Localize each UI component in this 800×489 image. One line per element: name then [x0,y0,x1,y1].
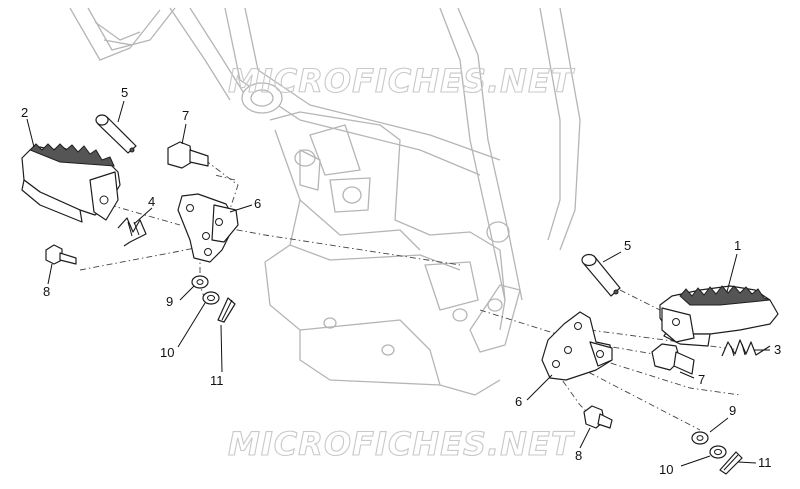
callout-5-right: 5 [624,238,631,253]
bolt-left [167,141,209,169]
callout-3: 3 [774,342,781,357]
washer-left [191,275,209,289]
motorcycle-frame [69,7,581,396]
callout-10-right: 10 [659,462,673,477]
callout-7-left: 7 [182,108,189,123]
washer-right [691,431,709,445]
footpeg-left [21,143,121,223]
footpeg-right [659,285,779,347]
callout-10-left: 10 [160,345,174,360]
watermark-top: MICROFICHES.NET [228,62,575,100]
callout-9-left: 9 [166,294,173,309]
callout-7-right: 7 [698,372,705,387]
bracket-right [541,311,613,381]
cotter-pin-left [217,297,236,323]
callout-8-right: 8 [575,448,582,463]
callout-6-left: 6 [254,196,261,211]
callout-5-left: 5 [121,85,128,100]
callout-4: 4 [148,194,155,209]
callout-6-right: 6 [515,394,522,409]
spring-right [721,339,771,357]
callout-8-left: 8 [43,284,50,299]
pin-left [95,114,137,154]
washer-ring-left [202,291,220,305]
assembly-lines [79,159,741,431]
callout-9-right: 9 [729,403,736,418]
washer-ring-right [709,445,727,459]
bolt-right [651,343,695,375]
pin-right [581,253,621,297]
callout-11-right: 11 [758,455,772,470]
spring-left [117,217,147,247]
cotter-pin-right [719,451,743,475]
watermark-bottom: MICROFICHES.NET [228,425,575,463]
callout-1: 1 [734,238,741,253]
bolt-small-left [45,244,77,265]
bracket-left [177,193,239,263]
callout-11-left: 11 [210,373,224,388]
callout-2: 2 [21,105,28,120]
bolt-small-right [583,405,613,429]
leader-lines [26,100,770,467]
